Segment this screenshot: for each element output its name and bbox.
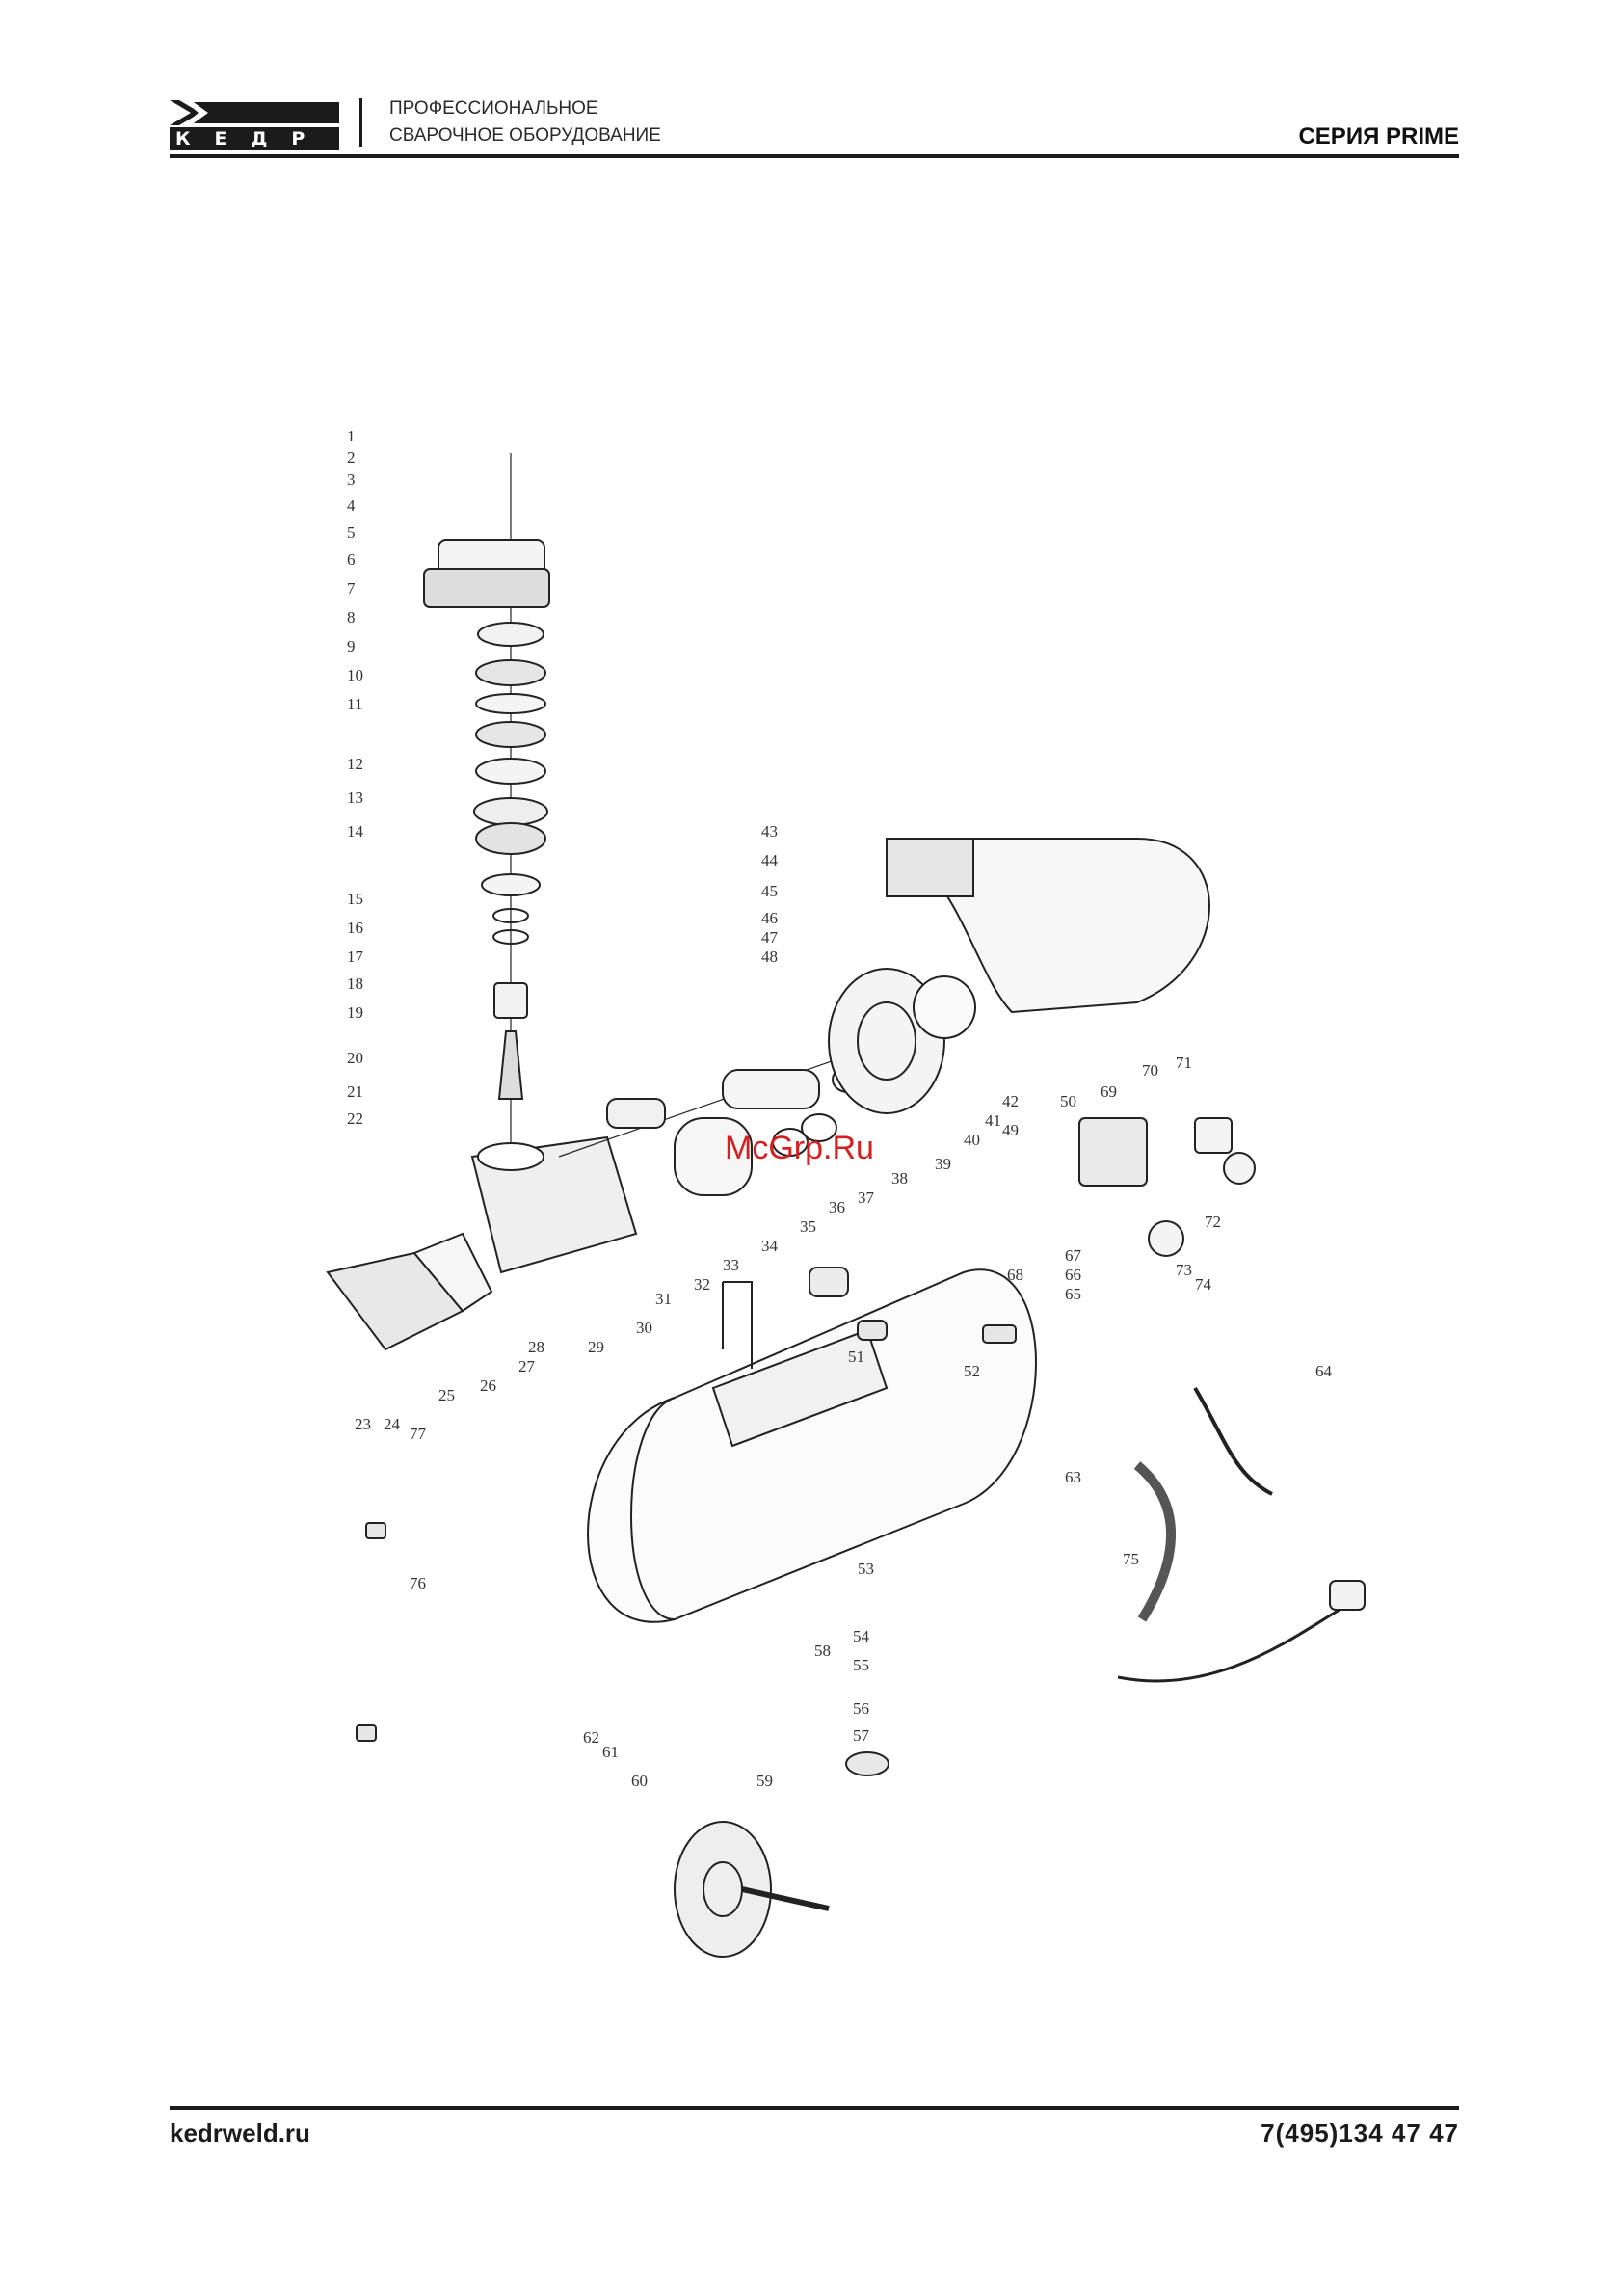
part-number-label: 51 (848, 1348, 864, 1366)
part-number-label: 75 (1123, 1550, 1139, 1568)
part-number-label: 4 (347, 496, 356, 515)
part-number-label: 25 (438, 1386, 455, 1404)
part-number-label: 38 (891, 1169, 908, 1188)
part-number-label: 50 (1060, 1092, 1076, 1110)
part-number-label: 60 (631, 1772, 648, 1790)
part-number-label: 10 (347, 666, 363, 684)
logo-separator (359, 98, 362, 147)
part-number-label: 32 (694, 1275, 710, 1294)
footer-website: kedrweld.ru (170, 2119, 310, 2148)
part-number-label: 55 (853, 1656, 869, 1674)
part-number-label: 64 (1315, 1362, 1333, 1380)
part-number-label: 24 (384, 1415, 401, 1433)
part-number-label: 56 (853, 1699, 869, 1718)
part-number-label: 37 (858, 1188, 875, 1207)
part-number-label: 16 (347, 919, 363, 937)
part-number-label: 3 (347, 470, 356, 489)
part-number-label: 49 (1002, 1121, 1019, 1139)
part-number-label: 68 (1007, 1266, 1023, 1284)
part-number-label: 61 (602, 1743, 619, 1761)
part-number-label: 13 (347, 788, 363, 807)
tagline-line-1: ПРОФЕССИОНАЛЬНОЕ (389, 98, 598, 119)
part-number-label: 36 (829, 1198, 845, 1216)
page-header: КЕДР ПРОФЕССИОНАЛЬНОЕ СВАРОЧНОЕ ОБОРУДОВ… (170, 93, 1459, 162)
part-number-label: 29 (588, 1338, 604, 1356)
part-number-label: 1 (347, 427, 356, 445)
part-number-label: 74 (1195, 1275, 1212, 1294)
part-number-label: 39 (935, 1155, 951, 1173)
part-number-label: 65 (1065, 1285, 1081, 1303)
part-number-label: 45 (761, 882, 778, 900)
part-number-label: 43 (761, 822, 778, 841)
part-number-label: 6 (347, 550, 356, 569)
part-number-label: 71 (1176, 1054, 1192, 1072)
part-number-label: 57 (853, 1726, 870, 1745)
part-number-label: 23 (355, 1415, 371, 1433)
logo-mark-icon (170, 100, 339, 125)
part-number-label: 35 (800, 1217, 816, 1236)
part-number-label: 17 (347, 948, 364, 966)
logo-text: КЕДР (170, 127, 339, 150)
part-number-label: 73 (1176, 1261, 1192, 1279)
part-number-label: 22 (347, 1109, 363, 1128)
part-number-label: 8 (347, 608, 356, 627)
part-number-label: 26 (480, 1376, 496, 1395)
part-number-label: 59 (756, 1772, 773, 1790)
part-number-label: 15 (347, 890, 363, 908)
part-number-label: 27 (518, 1357, 536, 1375)
kedr-logo: КЕДР (170, 96, 339, 150)
footer-phone: 7(495)134 47 47 (1261, 2119, 1459, 2148)
part-number-label: 52 (964, 1362, 980, 1380)
part-number-label: 7 (347, 579, 356, 598)
part-number-label: 58 (814, 1642, 831, 1660)
part-number-label: 69 (1101, 1082, 1117, 1101)
part-number-label: 44 (761, 851, 779, 869)
part-number-label: 28 (528, 1338, 544, 1356)
footer-rule (170, 2106, 1459, 2110)
header-rule (170, 154, 1459, 158)
part-number-label: 72 (1205, 1213, 1221, 1231)
part-number-label: 9 (347, 637, 356, 655)
part-number-label: 47 (761, 928, 779, 947)
part-number-label: 21 (347, 1082, 363, 1101)
part-number-label: 19 (347, 1003, 363, 1022)
part-number-label: 76 (410, 1574, 426, 1592)
part-number-label: 18 (347, 974, 363, 993)
series-title: СЕРИЯ PRIME (1298, 123, 1459, 149)
part-number-label: 33 (723, 1256, 739, 1274)
part-number-label: 20 (347, 1049, 363, 1067)
part-number-label: 53 (858, 1560, 874, 1578)
part-number-label: 70 (1142, 1061, 1158, 1080)
part-number-label: 34 (761, 1237, 779, 1255)
part-number-label: 14 (347, 822, 364, 841)
part-number-label: 42 (1002, 1092, 1019, 1110)
part-number-label: 67 (1065, 1246, 1082, 1265)
part-number-label: 66 (1065, 1266, 1081, 1284)
part-number-label: 11 (347, 695, 362, 713)
tagline-line-2: СВАРОЧНОЕ ОБОРУДОВАНИЕ (389, 125, 661, 146)
part-number-label: 77 (410, 1425, 427, 1443)
part-number-label: 62 (583, 1728, 599, 1747)
part-number-label: 46 (761, 909, 778, 927)
part-number-label: 54 (853, 1627, 870, 1645)
part-number-label: 63 (1065, 1468, 1081, 1486)
part-number-label: 30 (636, 1319, 652, 1337)
part-number-label: 12 (347, 755, 363, 773)
part-number-label: 40 (964, 1131, 980, 1149)
part-number-label: 31 (655, 1290, 672, 1308)
part-number-label: 41 (985, 1111, 1001, 1130)
part-number-label: 48 (761, 948, 778, 966)
part-number-label: 2 (347, 448, 356, 467)
watermark: McGrp.Ru (725, 1130, 874, 1166)
part-number-label: 5 (347, 523, 356, 542)
